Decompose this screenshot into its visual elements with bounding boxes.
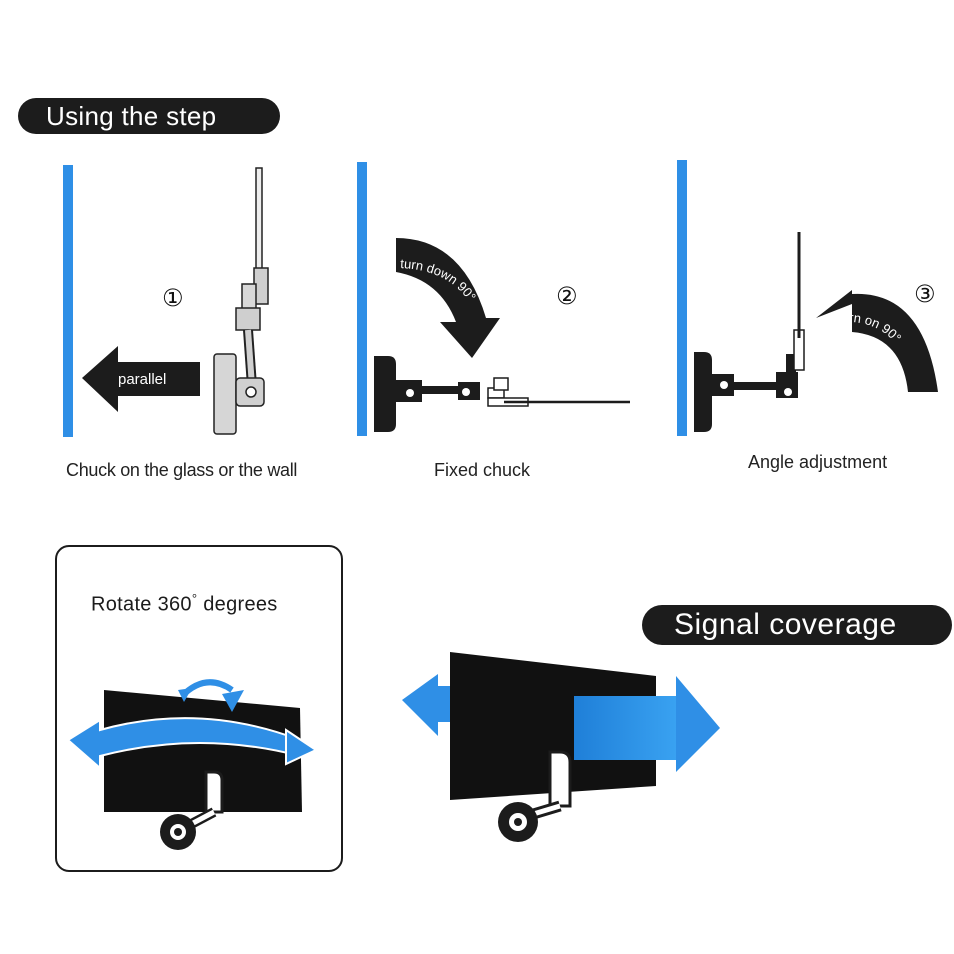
mount-1 bbox=[213, 167, 269, 435]
step-number-2: ② bbox=[556, 283, 578, 310]
signal-illustration bbox=[402, 652, 720, 842]
step-3-caption: Angle adjustment bbox=[748, 452, 888, 472]
degree-mark: ° bbox=[191, 591, 198, 606]
using-the-step-title: Using the step bbox=[18, 98, 280, 134]
signal-coverage-title: Signal coverage bbox=[642, 605, 952, 645]
glass-wall-2 bbox=[357, 162, 367, 436]
parallel-arrow: parallel bbox=[82, 346, 200, 412]
antenna-panel-signal bbox=[450, 652, 656, 800]
rotate-text: Rotate 360 bbox=[91, 593, 192, 616]
signal-left-arrow bbox=[402, 674, 438, 736]
step-3-illustration: turn on 90° bbox=[677, 160, 938, 436]
antenna-panel-rotate bbox=[104, 690, 302, 812]
mount-2 bbox=[374, 356, 630, 432]
parallel-label: parallel bbox=[118, 371, 166, 388]
glass-wall-3 bbox=[677, 160, 687, 436]
mount-3 bbox=[694, 232, 805, 432]
glass-wall-1 bbox=[63, 165, 73, 437]
step-number-1: ① bbox=[162, 285, 184, 312]
signal-right-arrow bbox=[574, 696, 680, 760]
turn-down-arrow: turn down 90° bbox=[396, 238, 500, 358]
rotate-panel: Rotate 360° degrees bbox=[55, 545, 343, 872]
step-1-caption: Chuck on the glass or the wall bbox=[66, 460, 298, 480]
rotate-suffix: degrees bbox=[203, 593, 278, 616]
turn-on-arrow: turn on 90° bbox=[816, 290, 938, 392]
step-1-illustration: parallel bbox=[63, 165, 269, 437]
step-2-caption: Fixed chuck bbox=[434, 460, 531, 480]
step-number-3: ③ bbox=[914, 281, 936, 308]
step-2-illustration: turn down 90° bbox=[357, 162, 630, 436]
rotate-caption: Rotate 360° degrees bbox=[91, 591, 278, 617]
rotate-illustration bbox=[66, 679, 319, 850]
